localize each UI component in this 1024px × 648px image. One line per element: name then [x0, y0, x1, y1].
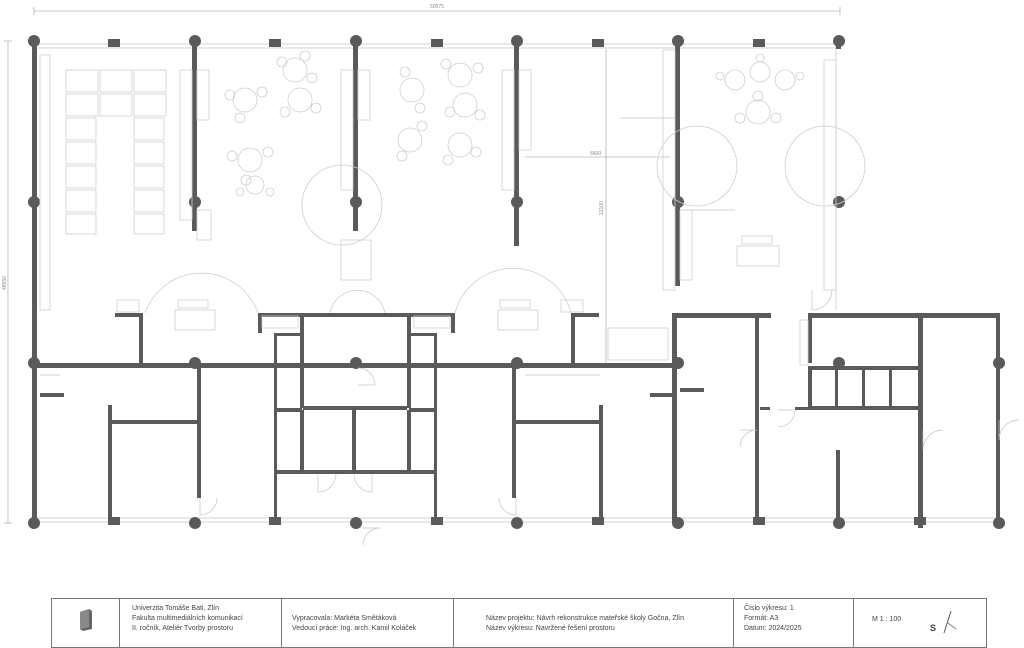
- table-groups: [224, 50, 805, 197]
- school-line-2: Fakulta multimediálních komunikací: [132, 615, 243, 622]
- interior-lines: [40, 117, 735, 376]
- span-dimension: 6600: [590, 151, 601, 157]
- north-label: S: [930, 623, 937, 633]
- school-line-1: Univerzita Tomáše Bati, Zlín: [132, 605, 220, 612]
- title-block: Univerzita Tomáše Bati, Zlín Fakulta mul…: [51, 598, 987, 648]
- walls: [32, 41, 1000, 528]
- drawing-name: Název výkresu: Navržené řešení prostoru: [486, 625, 615, 632]
- author: Vypracovala: Markéta Smětáková: [292, 615, 397, 622]
- format: Formát: A3: [744, 615, 779, 622]
- book-logo-icon: [80, 609, 92, 631]
- doors: [199, 289, 1020, 546]
- drawing-info-cell: Číslo výkresu: 1 Formát: A3 Datum: 2024/…: [734, 599, 854, 647]
- scale: M 1 : 100: [872, 616, 902, 623]
- room-depth-dimension: 12100: [599, 201, 605, 215]
- drawing-number: Číslo výkresu: 1: [744, 605, 794, 612]
- beds: [65, 69, 167, 235]
- play-circles: [144, 125, 866, 314]
- supervisor: Vedoucí práce: Ing. arch. Kamil Koláček: [292, 625, 417, 632]
- project-name: Název projektu: Návrh rekonstrukce mateř…: [486, 615, 685, 622]
- date: Datum: 2024/2025: [744, 625, 802, 632]
- built-in-furniture: [39, 49, 837, 366]
- entrance-tables: [116, 235, 780, 361]
- school-cell: Univerzita Tomáše Bati, Zlín Fakulta mul…: [120, 599, 282, 647]
- scale-cell: M 1 : 100 S: [854, 599, 986, 647]
- overall-width-dimension: 50075: [430, 4, 444, 10]
- project-cell: Název projektu: Návrh rekonstrukce mateř…: [454, 599, 734, 647]
- school-line-3: II. ročník, Ateliér Tvorby prostoru: [132, 625, 234, 632]
- overall-height-dimension: 48550: [2, 276, 8, 290]
- facade-piers: [108, 39, 926, 525]
- dimension-lines: 50075 48550 12100 6600: [2, 4, 841, 524]
- author-cell: Vypracovala: Markéta Smětáková Vedoucí p…: [282, 599, 454, 647]
- floor-plan: 50075 48550 12100 6600: [2, 4, 1020, 546]
- logo-cell: [52, 599, 120, 647]
- north-arrow-icon: [943, 610, 957, 634]
